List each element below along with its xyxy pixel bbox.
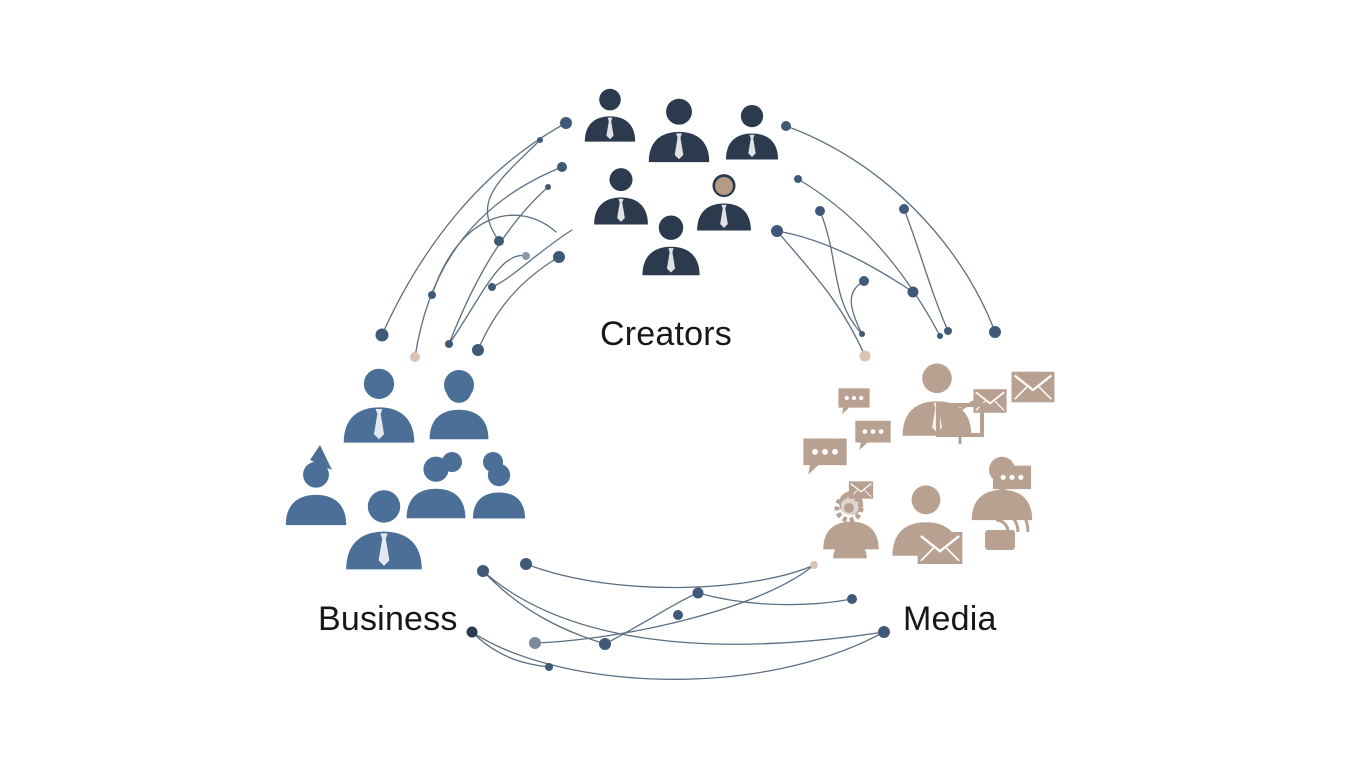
person-icon [594,168,648,225]
person-icon [725,104,779,160]
gear-icon [834,493,864,523]
chat-bubble-icon [855,420,891,450]
media-group [803,363,1056,566]
business-label: Business [318,600,458,638]
envelope-icon [1010,370,1056,404]
envelope-icon [972,388,1008,414]
person-icon [642,215,700,276]
creators-label: Creators [600,315,732,353]
chat-bubble-icon [803,438,847,475]
person-icon [285,461,347,526]
person-icon [648,98,710,163]
connector-lines [381,122,996,680]
person-icon [472,463,526,519]
media-label: Media [903,600,997,638]
chat-bubble-icon [838,388,870,415]
envelope-icon [916,530,964,566]
business-group [285,368,526,570]
creators-group [584,88,779,276]
person-icon [343,368,415,443]
connector-nodes [375,117,1001,671]
person-icon [584,88,636,142]
